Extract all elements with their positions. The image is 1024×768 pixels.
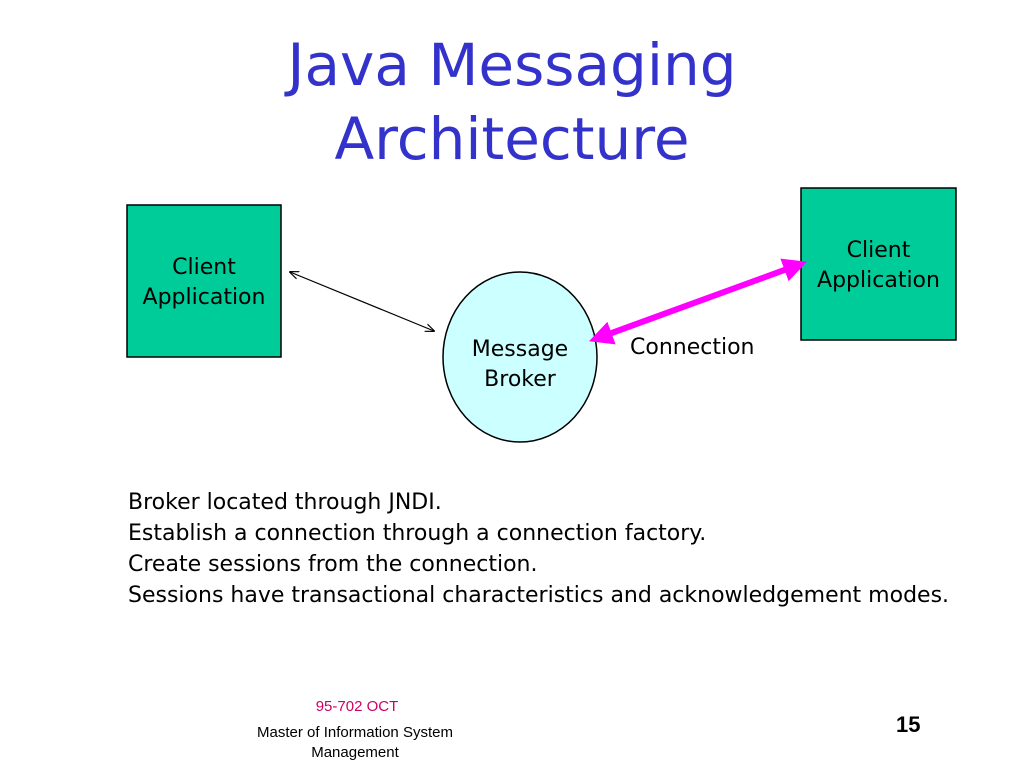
- message-broker-ellipse: [442, 271, 598, 443]
- body-line-2: Establish a connection through a connect…: [128, 521, 707, 546]
- client-application-left-box: [126, 204, 282, 358]
- slide-title-line-2: Architecture: [334, 105, 690, 173]
- connection-arrow: [588, 258, 808, 345]
- connection-label: Connection: [630, 335, 755, 360]
- message-broker-line-1: Message: [471, 337, 569, 362]
- body-text: Broker located through JNDI. Establish a…: [128, 487, 998, 611]
- footer-organization-line-2: Management: [311, 744, 399, 761]
- footer-course-code: 95-702 OCT: [315, 698, 399, 715]
- footer-organization-line-1: Master of Information System: [257, 724, 453, 741]
- slide-title: Java Messaging Architecture: [0, 28, 1024, 176]
- client-application-right-line-1: Client: [846, 238, 911, 263]
- client-application-right-line-2: Application: [817, 268, 940, 293]
- client-application-right-label: Client Application: [801, 236, 956, 296]
- page-number: 15: [896, 712, 921, 737]
- body-line-4: Sessions have transactional characterist…: [128, 583, 950, 608]
- client-application-left-line-1: Client: [172, 255, 236, 280]
- client-application-left-line-2: Application: [142, 285, 266, 310]
- body-line-3: Create sessions from the connection.: [128, 552, 538, 577]
- message-broker-label: Message Broker: [443, 335, 597, 395]
- body-line-1: Broker located through JNDI.: [128, 490, 442, 515]
- footer-organization: Master of Information System Management: [205, 723, 505, 763]
- message-broker-line-2: Broker: [484, 367, 556, 392]
- slide-title-line-1: Java Messaging: [287, 31, 737, 99]
- client-application-left-label: Client Application: [127, 253, 281, 313]
- left-client-to-broker-arrow: [290, 272, 434, 331]
